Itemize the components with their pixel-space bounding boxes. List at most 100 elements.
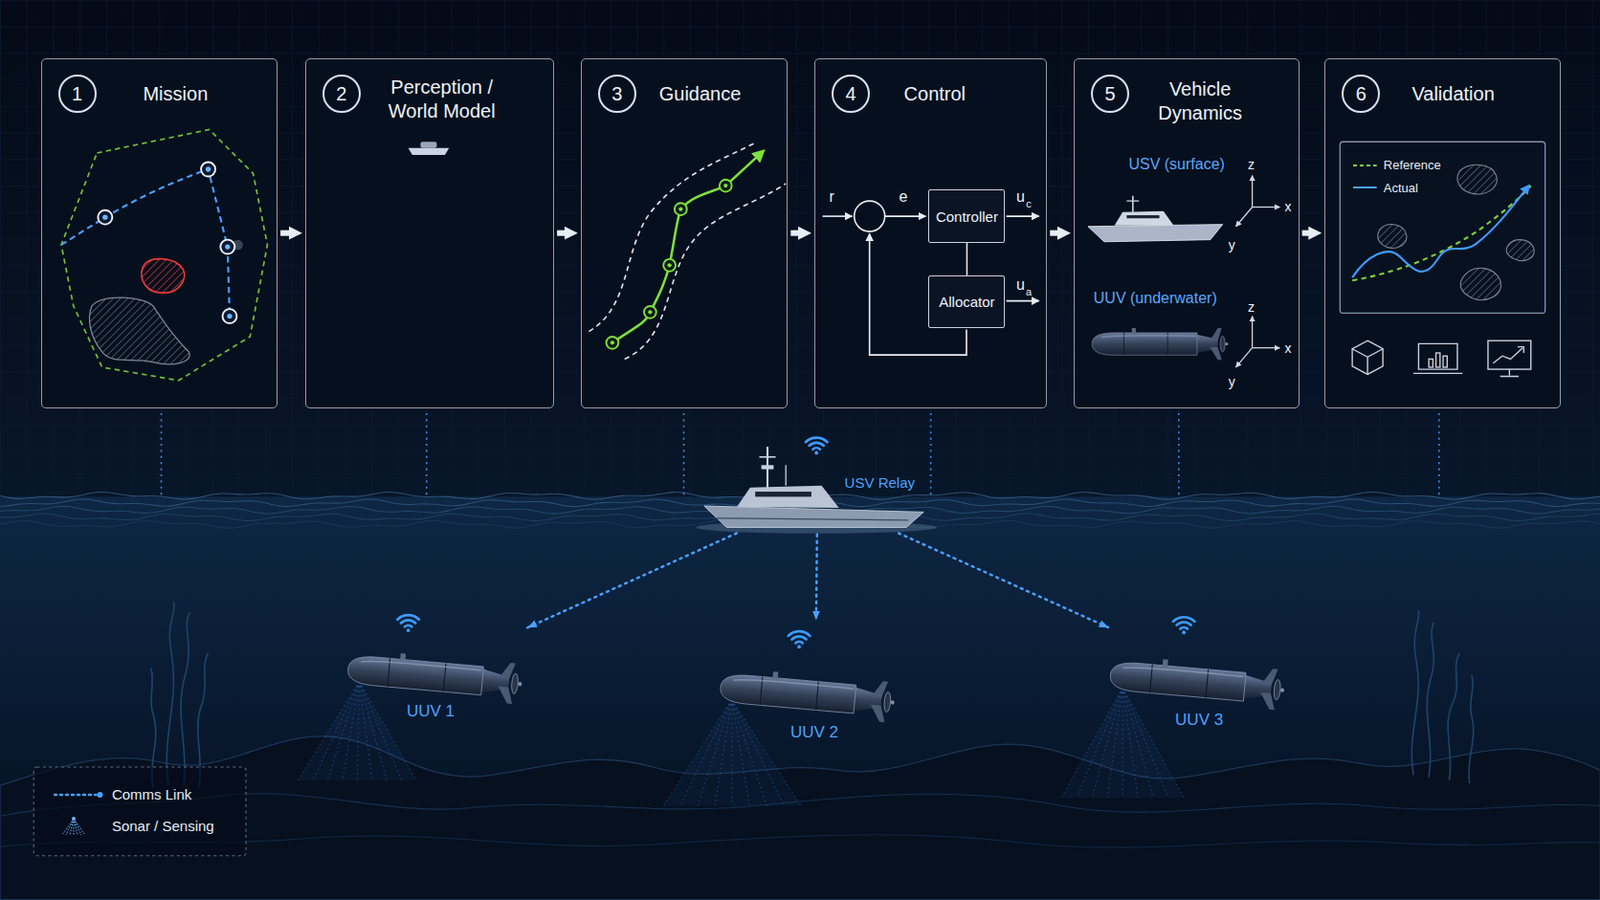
usv-relay-ship bbox=[785, 465, 787, 486]
sonar-fan bbox=[297, 681, 359, 780]
control-loop bbox=[1006, 300, 1040, 303]
panel-title: Validation bbox=[1411, 82, 1494, 107]
uuv-vehicle bbox=[346, 648, 524, 705]
sonar-fan bbox=[1122, 688, 1154, 799]
tool-icons bbox=[1500, 369, 1519, 377]
legend-text: Actual bbox=[1383, 180, 1419, 196]
comms-link bbox=[527, 533, 737, 629]
sonar-fan bbox=[1122, 688, 1184, 799]
stage-panel: 6Validation bbox=[1324, 58, 1560, 409]
legend-frame bbox=[33, 767, 246, 857]
seaweed bbox=[1426, 622, 1434, 778]
sonar-vehicle bbox=[408, 148, 450, 156]
usv-model bbox=[1088, 196, 1223, 243]
axis-label: x bbox=[1284, 341, 1291, 356]
stage-arrow bbox=[1302, 230, 1315, 237]
sonar-fan bbox=[356, 681, 359, 780]
signal-name: a bbox=[1025, 287, 1032, 298]
signal-name: u bbox=[1016, 277, 1025, 293]
axes bbox=[1252, 206, 1281, 208]
usv-relay-ship bbox=[704, 506, 924, 528]
mission-map bbox=[200, 162, 216, 178]
validation-chart bbox=[1339, 141, 1545, 313]
wifi-icon bbox=[397, 615, 420, 633]
legend-sample bbox=[62, 819, 74, 836]
validation-chart bbox=[1339, 141, 1545, 313]
sonar-fan bbox=[1122, 688, 1169, 799]
panel-title: Perception / World Model bbox=[375, 75, 509, 124]
vehicle-node: USV Relay bbox=[709, 461, 926, 534]
mission-map bbox=[205, 166, 211, 172]
sonar-fan bbox=[312, 681, 360, 780]
panel-title: Mission bbox=[142, 82, 208, 107]
panel-drop-line bbox=[683, 413, 686, 495]
sonar-fan bbox=[327, 681, 359, 780]
legend-sample bbox=[66, 819, 74, 836]
usv-relay-ship bbox=[695, 446, 937, 534]
axes bbox=[1236, 348, 1253, 368]
sonar-fan bbox=[663, 700, 732, 807]
signal-name: c bbox=[1025, 199, 1032, 210]
vehicle-node: UUV 3 bbox=[1110, 610, 1296, 732]
vehicle-type: USV (surface) bbox=[1128, 156, 1224, 173]
control-loop bbox=[854, 200, 886, 232]
control-loop bbox=[822, 215, 853, 218]
tool-icons bbox=[1352, 340, 1532, 377]
grid bbox=[0, 0, 1600, 501]
wifi-icon bbox=[805, 438, 828, 456]
panel-ground bbox=[580, 58, 788, 409]
panel-title: Guidance bbox=[659, 82, 742, 107]
guidance-path bbox=[610, 183, 729, 346]
mission-map bbox=[97, 162, 237, 325]
stage-panel: 5Vehicle Dynamics bbox=[1073, 58, 1300, 409]
comms-link bbox=[815, 534, 819, 622]
validation-chart bbox=[1506, 240, 1534, 262]
mission-map bbox=[222, 309, 237, 324]
seaweed bbox=[151, 601, 1474, 788]
tool-icons bbox=[1517, 347, 1524, 354]
panel-drop-line bbox=[930, 413, 933, 495]
tool-icons bbox=[1436, 353, 1441, 368]
panel-ground bbox=[1073, 58, 1300, 409]
mission-map bbox=[61, 129, 267, 380]
seaweed bbox=[166, 601, 175, 786]
axes bbox=[1251, 316, 1253, 349]
legend-sample bbox=[73, 819, 82, 836]
uuv-model bbox=[1091, 328, 1228, 360]
validation-chart bbox=[1460, 267, 1501, 300]
sonar-fan bbox=[1061, 688, 1184, 799]
seaweed bbox=[1411, 610, 1419, 777]
sonar-fan bbox=[297, 681, 417, 780]
stage-arrow bbox=[280, 230, 295, 237]
guidance-path bbox=[674, 202, 688, 216]
legend-sample bbox=[1353, 164, 1378, 167]
panel-drop-line bbox=[1438, 413, 1441, 495]
sonar-fan bbox=[714, 700, 732, 807]
axis-label: y bbox=[1228, 238, 1236, 252]
legend-item: Comms Link bbox=[52, 784, 192, 806]
validation-chart bbox=[1377, 224, 1407, 249]
vehicle-label: USV Relay bbox=[844, 474, 915, 491]
stage-arrow bbox=[790, 230, 804, 237]
sky bbox=[0, 0, 1600, 501]
axes bbox=[1236, 206, 1253, 226]
panel-ground bbox=[41, 58, 1561, 409]
legend-sample bbox=[97, 792, 104, 799]
tool-icons bbox=[1352, 349, 1383, 376]
legend-text: Sonar / Sensing bbox=[111, 818, 215, 835]
guidance-path bbox=[644, 306, 657, 319]
mission-map bbox=[141, 259, 185, 294]
usv-relay-ship bbox=[761, 465, 775, 469]
sonar-fan bbox=[1091, 688, 1123, 799]
stage-panel: 2Perception / World Model bbox=[305, 58, 555, 409]
stage-arrow bbox=[1049, 230, 1064, 237]
validation-chart bbox=[1352, 185, 1530, 278]
tool-icons bbox=[1428, 358, 1433, 368]
axis-label: z bbox=[1247, 300, 1255, 314]
stage-panel: 3Guidance bbox=[580, 58, 788, 409]
sonar-fan bbox=[663, 700, 801, 807]
sonar-fan bbox=[731, 700, 734, 807]
process-box: Controller bbox=[928, 189, 1005, 243]
legend-item: Actual bbox=[1352, 177, 1419, 199]
sonar-fan bbox=[732, 700, 802, 807]
